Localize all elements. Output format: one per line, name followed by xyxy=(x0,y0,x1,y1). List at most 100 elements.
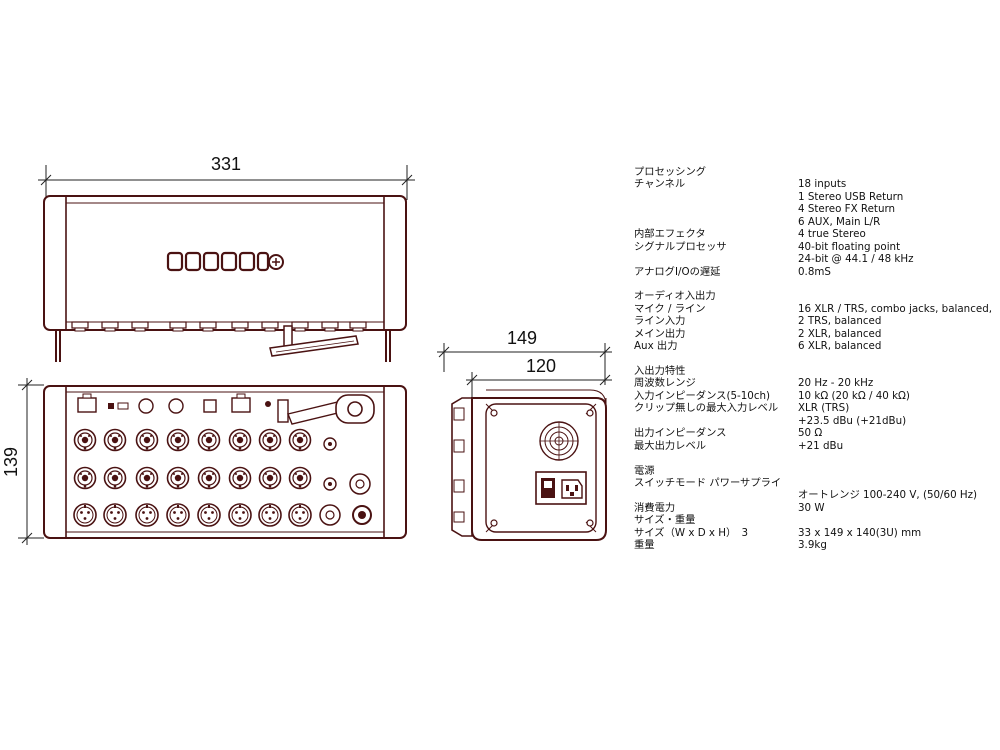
spec-label: 入力インピーダンス(5-10ch) xyxy=(634,389,771,402)
spec-value xyxy=(798,514,1000,526)
spec-value: 0.8mS xyxy=(798,265,831,278)
spec-value xyxy=(798,365,1000,377)
usb-port xyxy=(203,399,217,413)
spec-label xyxy=(634,216,798,228)
spec-row xyxy=(634,278,1000,290)
spec-row: 1 Stereo USB Return xyxy=(634,191,1000,203)
spec-value: 16 XLR / TRS, combo jacks, balanced, xyxy=(798,302,993,315)
spec-label: 最大出力レベル xyxy=(634,439,707,452)
ethernet-port xyxy=(77,393,97,413)
spec-value: 20 Hz - 20 kHz xyxy=(798,377,874,390)
spec-label: サイズ（W x D x H） 3 xyxy=(634,526,749,539)
antenna-front xyxy=(277,394,375,425)
spec-row: 消費電力 30 W xyxy=(634,502,1000,514)
spec-label: クリップ無しの最大入力レベル xyxy=(634,402,779,415)
depth-inner-dimension: 120 xyxy=(466,356,612,400)
spec-label: 重量 xyxy=(634,539,655,552)
width-value: 331 xyxy=(211,154,241,174)
top-view xyxy=(43,195,407,362)
spec-row: チャンネル 18 inputs xyxy=(634,178,1000,190)
spec-value: +21 dBu xyxy=(798,439,844,452)
spec-row: オーディオ入出力 xyxy=(634,290,1000,302)
spec-label xyxy=(634,452,798,464)
spec-row: 6 AUX, Main L/R xyxy=(634,216,1000,228)
spec-value: 50 Ω xyxy=(798,427,823,440)
width-dimension: 331 xyxy=(38,154,415,200)
spec-label: チャンネル xyxy=(634,178,686,191)
spec-value: 2 XLR, balanced xyxy=(798,327,882,340)
spec-value: 40-bit floating point xyxy=(798,240,901,253)
ethernet-port-2 xyxy=(231,393,251,413)
depth-dimension: 149 xyxy=(437,328,612,385)
depth-value: 149 xyxy=(507,328,537,348)
spec-row xyxy=(634,353,1000,365)
brand-logo xyxy=(166,251,284,272)
spec-row: 4 Stereo FX Return xyxy=(634,203,1000,215)
spec-row: プロセッシング xyxy=(634,166,1000,178)
spec-label: 内部エフェクタ xyxy=(634,228,706,241)
spec-label: 周波数レンジ xyxy=(634,377,696,390)
midi-out-port xyxy=(168,398,184,414)
spec-value: 33 x 149 x 140(3U) mm xyxy=(798,526,922,539)
spec-label: マイク / ライン xyxy=(634,302,706,315)
spec-row: 24-bit @ 44.1 / 48 kHz xyxy=(634,253,1000,265)
spec-row xyxy=(634,452,1000,464)
spec-row: スイッチモード パワーサプライ xyxy=(634,477,1000,489)
spec-row: サイズ・重量 xyxy=(634,514,1000,526)
spec-value: 24-bit @ 44.1 / 48 kHz xyxy=(798,253,914,266)
spec-label: 入出力特性 xyxy=(634,365,686,377)
midi-in-port xyxy=(138,398,154,414)
fan-grille-icon xyxy=(539,421,579,461)
spec-row: 最大出力レベル +21 dBu xyxy=(634,440,1000,452)
spec-value: 1 Stereo USB Return xyxy=(798,190,904,203)
spec-label: アナログI/Oの遅延 xyxy=(634,265,721,278)
spec-value: 4 Stereo FX Return xyxy=(798,203,896,216)
spec-label xyxy=(634,191,798,203)
spec-row: +23.5 dBu (+21dBu) xyxy=(634,415,1000,427)
line-inputs xyxy=(319,437,371,526)
spec-label: シグナルプロセッサ xyxy=(634,240,727,253)
spec-label: オーディオ入出力 xyxy=(634,290,716,303)
mode-switch xyxy=(117,402,129,410)
spec-value xyxy=(798,166,1000,178)
spec-value xyxy=(798,353,1000,365)
spec-value: 2 TRS, balanced xyxy=(798,315,882,328)
height-dimension: 139 xyxy=(1,378,44,545)
spec-row: 入出力特性 xyxy=(634,365,1000,377)
spec-row: 電源 xyxy=(634,465,1000,477)
spec-label: 消費電力 xyxy=(634,501,676,514)
spec-row: サイズ（W x D x H） 3 33 x 149 x 140(3U) mm xyxy=(634,527,1000,539)
power-inlet xyxy=(535,471,587,505)
depth-inner-value: 120 xyxy=(526,356,556,376)
spec-value: 30 W xyxy=(798,501,825,514)
spec-row: 入力インピーダンス(5-10ch)10 kΩ (20 kΩ / 40 kΩ) xyxy=(634,390,1000,402)
spec-label: プロセッシング xyxy=(634,166,707,178)
spec-value: オートレンジ 100-240 V, (50/60 Hz) xyxy=(798,489,978,502)
spec-label xyxy=(634,353,798,365)
spec-value: +23.5 dBu (+21dBu) xyxy=(798,414,907,427)
spec-row: アナログI/Oの遅延 0.8mS xyxy=(634,266,1000,278)
spec-row: シグナルプロセッサ 40-bit floating point xyxy=(634,241,1000,253)
spec-value xyxy=(798,477,1000,489)
spec-value xyxy=(798,278,1000,290)
spec-label: 電源 xyxy=(634,464,655,477)
spec-value xyxy=(798,290,1000,302)
spec-value: 18 inputs xyxy=(798,178,847,191)
height-value: 139 xyxy=(1,447,21,477)
spec-label xyxy=(634,489,798,501)
spec-value: 6 XLR, balanced xyxy=(798,340,882,353)
indicator-dot xyxy=(265,401,271,407)
spec-label xyxy=(634,253,798,265)
spec-label: スイッチモード パワーサプライ xyxy=(634,476,782,489)
side-view xyxy=(451,389,607,541)
spec-value xyxy=(798,452,1000,464)
spec-value xyxy=(798,465,1000,477)
antenna-side xyxy=(269,325,359,357)
spec-label: サイズ・重量 xyxy=(634,514,696,527)
